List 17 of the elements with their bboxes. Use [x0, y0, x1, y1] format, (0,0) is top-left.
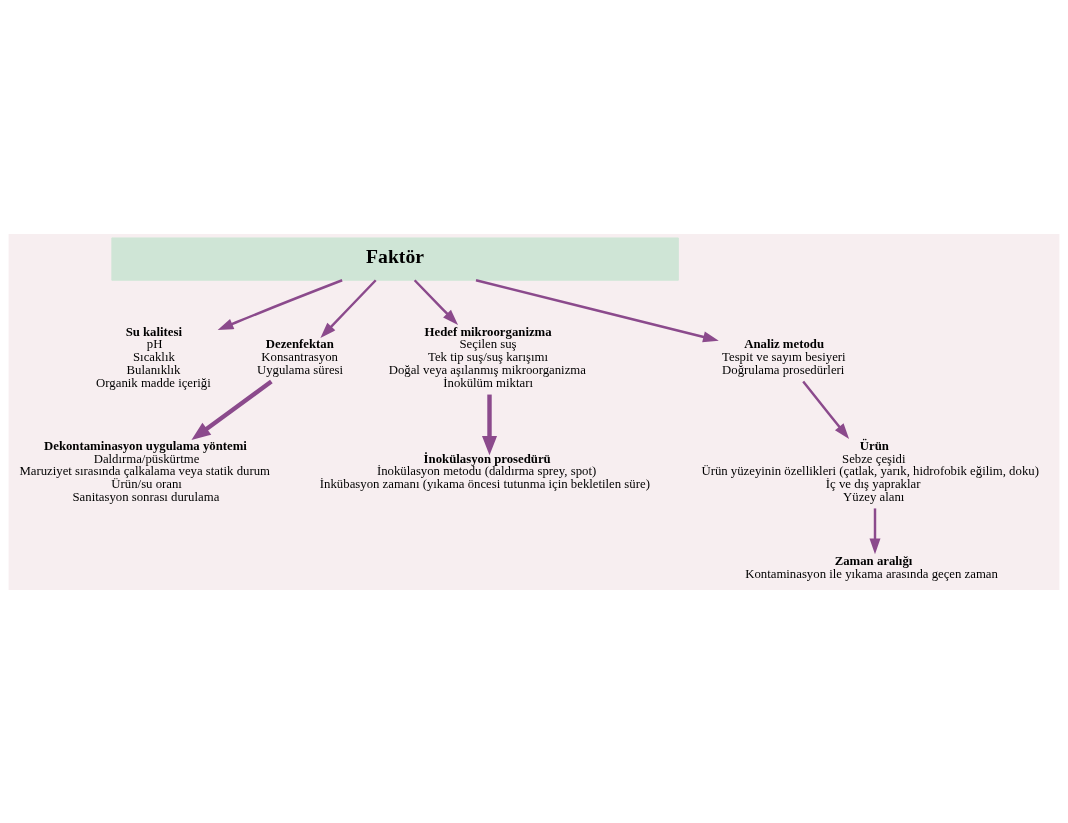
- arrow: [191, 379, 273, 440]
- node-text: Dekontaminasyon uygulama yöntemi Daldırma/püskürtme Maruziyet sırasında çalkalama veya statik durum Ürün/su oranı Sanitasyon sonrası durulama: [19, 438, 271, 504]
- arrow: [802, 380, 850, 439]
- node-text: Ürün Sebze çeşidi Ürün yüzeyinin özellikleri (çatlak, yarık, hidrofobik eğilim, doku) İç ve dış yapraklar Yüzey alanı: [701, 438, 1039, 504]
- arrow: [869, 507, 881, 554]
- arrow: [413, 278, 459, 325]
- node-text: İnokülasyon prosedürü İnokülasyon metodu (daldırma sprey, spot) İnkübasyon zamanı (yıkama öncesi tutunma için bekletilen süre): [319, 451, 650, 491]
- node-text: Dezenfektan Konsantrasyon Uygulama süresi: [256, 336, 344, 377]
- arrow: [475, 278, 719, 342]
- arrow: [482, 394, 497, 455]
- node-box: Faktör: [111, 236, 679, 281]
- node-text: Analiz metodu Tespit ve sayım besiyeri Doğrulama prosedürleri: [722, 336, 846, 377]
- node-text: Su kalitesi pH Sıcaklık Bulanıklık Organik madde içeriği: [96, 324, 211, 390]
- node-text: Zaman aralığı Kontaminasyon ile yıkama arasında geçen zaman: [745, 553, 998, 581]
- arrow: [217, 278, 343, 330]
- arrow: [320, 278, 377, 338]
- node-text: Hedef mikroorganizma Seçilen suş Tek tip suş/suş karışımı Doğal veya aşılanmış mikroorganizma İnokülüm miktarı: [388, 324, 586, 390]
